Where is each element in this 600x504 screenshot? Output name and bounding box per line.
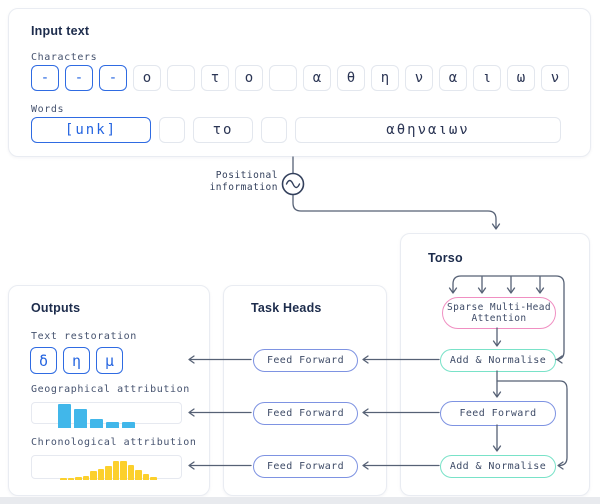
character-tile-space [269,65,297,91]
chart-bar [142,474,149,480]
words-label: Words [31,104,65,115]
task-heads-title: Task Heads [251,301,322,315]
chart-bar [67,478,74,480]
character-tile: τ [201,65,229,91]
characters-label: Characters [31,52,98,63]
add-normalise-block-2: Add & Normalise [440,455,556,478]
feed-forward-block: Feed Forward [440,401,556,426]
character-tile: α [439,65,467,91]
chart-bar [97,469,104,480]
page-bottom-strip [0,497,600,504]
chrono-bars [60,461,157,480]
chart-bar [106,422,119,428]
torso-card: Torso Sparse Multi-Head Attention Add & … [400,233,590,496]
character-tile: ω [507,65,535,91]
word-tile: το [193,117,253,143]
character-tile: ν [405,65,433,91]
outputs-title: Outputs [31,301,81,315]
restoration-tile: δ [30,347,57,374]
arrowhead-down [491,223,501,230]
restoration-tile: μ [96,347,123,374]
character-tile-masked: - [99,65,127,91]
word-tile: αθηναιων [295,117,561,143]
task-head-feed-forward-2: Feed Forward [253,402,358,425]
positional-to-torso-line [292,193,497,229]
chart-bar [105,466,112,480]
input-text-card: Input text Characters - - - o τ o α θ η … [8,8,591,157]
chart-bar [135,470,142,480]
attention-label-line1: Sparse Multi-Head [446,301,552,313]
character-tile-masked: - [31,65,59,91]
text-restoration-label: Text restoration [31,331,137,342]
character-tile: θ [337,65,365,91]
input-card-title: Input text [31,24,90,38]
word-tile-space [261,117,287,143]
character-tile-masked: - [65,65,93,91]
chart-bar [112,461,119,480]
restoration-tile: η [63,347,90,374]
positional-information-label: Positional information [209,170,278,193]
chart-bar [58,404,71,428]
chart-bar [60,478,67,480]
character-tile: o [235,65,263,91]
chart-bar [150,477,157,480]
chart-bar [122,422,135,428]
chart-bar [127,465,134,480]
chronological-attribution-label: Chronological attribution [31,437,197,448]
word-tile-unk: [unk] [31,117,151,143]
character-tile: ν [541,65,569,91]
chart-bar [90,471,97,480]
outputs-card: Outputs Text restoration δ η μ Geographi… [8,285,210,496]
chart-bar [75,477,82,480]
character-tile: ι [473,65,501,91]
sine-wave-icon [281,172,305,196]
geographical-attribution-label: Geographical attribution [31,384,190,395]
geo-bars [58,404,135,428]
chronological-attribution-chart [31,455,182,480]
task-head-feed-forward-1: Feed Forward [253,349,358,372]
sparse-multi-head-attention-block: Sparse Multi-Head Attention [442,297,556,329]
attention-label-line2: Attention [471,313,527,324]
task-heads-card: Task Heads Feed Forward Feed Forward Fee… [223,285,387,496]
chart-bar [90,419,103,428]
character-tile-space [167,65,195,91]
character-tile: o [133,65,161,91]
character-tile: η [371,65,399,91]
word-tile-space [159,117,185,143]
torso-title: Torso [428,251,463,265]
geographical-attribution-chart [31,402,182,428]
task-head-feed-forward-3: Feed Forward [253,455,358,478]
character-tile: α [303,65,331,91]
chart-bar [74,409,87,428]
chart-bar [82,476,89,480]
add-normalise-block-1: Add & Normalise [440,349,556,372]
chart-bar [120,461,127,480]
